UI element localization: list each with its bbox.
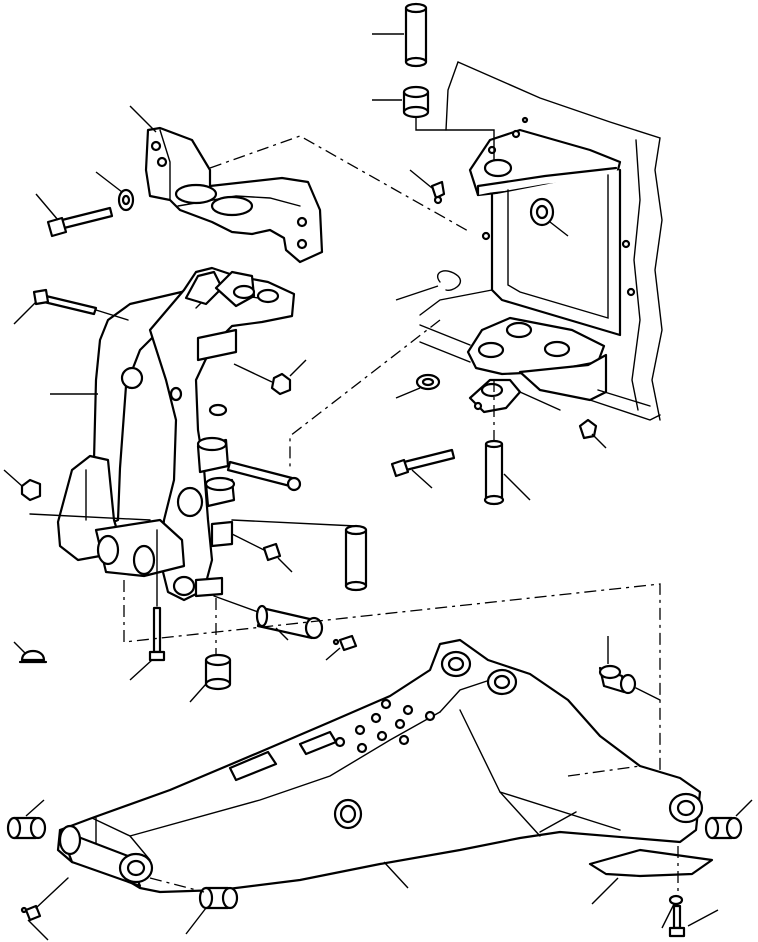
- bushing-left: [6, 799, 47, 840]
- pin-main: [213, 595, 324, 641]
- bushing-top: [372, 85, 430, 119]
- boom-holes: [315, 698, 436, 754]
- plug-cap: [13, 641, 48, 664]
- boom: [56, 638, 704, 894]
- pin-frame: [483, 439, 531, 506]
- nut-left: [3, 469, 42, 502]
- nut-upper-mid: [233, 359, 307, 396]
- grease-fitting-mid: [231, 533, 293, 573]
- grease-fitting-left: [20, 877, 69, 941]
- pin-link: [231, 519, 368, 592]
- bushing-frame: [529, 197, 569, 237]
- nut-frame: [578, 418, 607, 449]
- bolt-long: [13, 288, 129, 325]
- grease-fitting-frame: [409, 169, 446, 205]
- bolt-mid: [226, 460, 302, 492]
- mounting-bracket: [129, 105, 324, 264]
- bushing-right: [704, 799, 753, 840]
- bushing-bottom: [149, 877, 239, 935]
- pin-top: [372, 2, 428, 68]
- swing-linkage: [56, 266, 296, 602]
- bushing-mid: [189, 598, 232, 703]
- bolt-shim: [668, 846, 719, 938]
- washer-frame: [395, 373, 441, 399]
- frame-housing: [419, 61, 663, 421]
- washer-shim: [661, 894, 684, 929]
- bolt-bottom: [129, 529, 166, 681]
- bolt-frame: [390, 448, 456, 489]
- grease-fitting-main: [325, 634, 358, 661]
- bolt-upper: [35, 193, 114, 238]
- bushing-right-upper: [598, 636, 661, 701]
- swing-bracket: [468, 378, 561, 414]
- plate-shim: [588, 848, 714, 905]
- snap-ring: [395, 270, 462, 301]
- washer-upper: [95, 171, 135, 212]
